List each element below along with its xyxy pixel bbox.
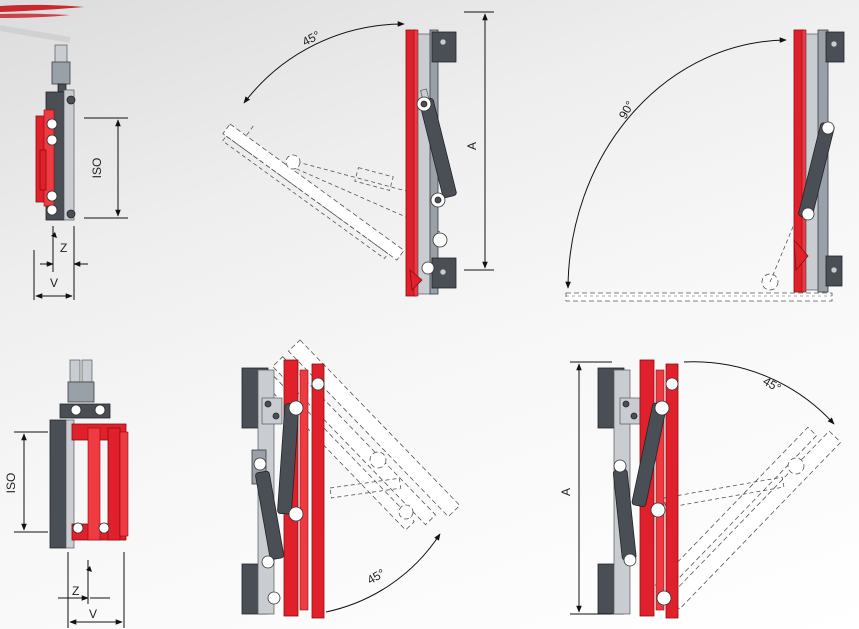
iso-label-bottom: ISO	[4, 473, 18, 494]
iso-label-top: ISO	[90, 158, 104, 179]
angle-arc-45-bottom-right: 45°	[683, 361, 835, 425]
iso-dimension-bottom: ISO	[4, 431, 48, 533]
iso-dimension-top: ISO	[84, 117, 128, 219]
panel-tilt-90-top	[565, 29, 845, 302]
v-label-top: V	[50, 276, 58, 290]
z-label-top: Z	[60, 241, 67, 255]
a-label-top: A	[465, 142, 479, 150]
panel-tilt-45-top	[222, 29, 457, 297]
angle-45-bottom-right-label: 45°	[761, 374, 784, 395]
a-dimension-top: A	[464, 11, 494, 271]
angle-90-top-label: 90°	[616, 98, 637, 121]
v-label-bottom: V	[89, 607, 97, 621]
angle-arc-45-bottom: 45°	[325, 533, 441, 613]
z-label-bottom: Z	[72, 584, 79, 598]
z-v-dimension-bottom: Z V	[58, 552, 125, 628]
brand-swoosh	[0, 4, 84, 43]
angle-arc-90-top: 90°	[565, 37, 787, 289]
panel-tilt-45-bottom	[241, 339, 461, 619]
angle-45-bottom-label: 45°	[365, 566, 388, 587]
panel-side-view-bottom	[49, 359, 129, 549]
panel-side-view-top	[35, 44, 76, 221]
z-v-dimension-top: Z V	[33, 226, 88, 300]
a-label-bottom: A	[559, 488, 573, 496]
panel-tilt-45-bottom-right	[597, 359, 842, 619]
angle-arc-45-top: 45°	[243, 21, 405, 104]
angle-45-top-label: 45°	[300, 28, 323, 49]
a-dimension-bottom: A	[559, 361, 612, 615]
